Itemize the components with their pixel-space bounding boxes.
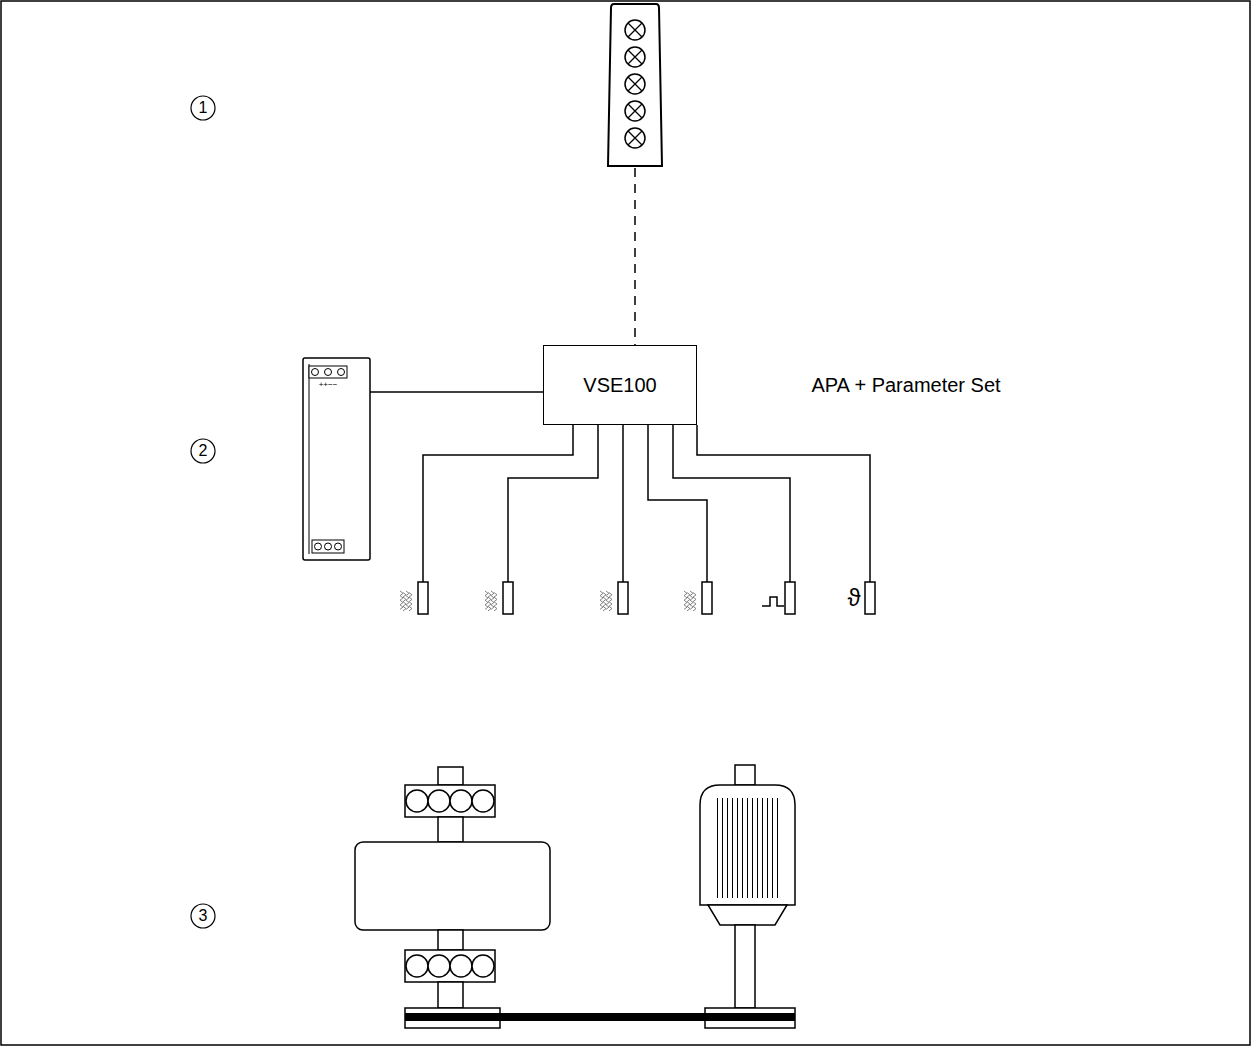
sensor-wire — [648, 425, 707, 582]
sensors — [400, 582, 875, 614]
sensor — [865, 582, 875, 614]
gearbox — [355, 767, 550, 1028]
terminal-marking: ++−− — [319, 381, 338, 389]
temperature-symbol: ϑ — [847, 586, 860, 610]
vibration-symbol — [684, 591, 696, 611]
callout-number: 2 — [199, 443, 208, 459]
sensor — [618, 582, 628, 614]
callout-circle — [191, 439, 215, 463]
vibration-symbol — [600, 591, 612, 611]
pulse-symbol — [762, 597, 784, 606]
callout-number: 1 — [199, 100, 208, 116]
sensor-wire — [423, 425, 573, 582]
lamp — [625, 74, 645, 94]
sensor — [418, 582, 428, 614]
sensor — [702, 582, 712, 614]
motor — [700, 765, 795, 1028]
supply-wire — [370, 391, 543, 393]
signal-tower — [608, 4, 662, 166]
controller-box: VSE100 — [543, 345, 697, 425]
sensor-wire — [673, 425, 790, 582]
sensor-wire — [508, 425, 598, 582]
power-supply — [303, 358, 370, 560]
dashed-link — [634, 168, 636, 345]
sensor-wires — [423, 425, 870, 582]
callout-circle — [191, 96, 215, 120]
sensor-wire — [697, 425, 870, 582]
lamp — [625, 128, 645, 148]
box-label: VSE100 — [583, 374, 656, 397]
vibration-symbol — [485, 591, 497, 611]
drive-belt — [405, 1013, 795, 1021]
lamp — [625, 101, 645, 121]
lamp — [625, 47, 645, 67]
sensor — [785, 582, 795, 614]
vibration-symbol — [400, 591, 412, 611]
parameter-note: APA + Parameter Set — [811, 375, 1000, 395]
sensor — [503, 582, 513, 614]
lamp — [625, 20, 645, 40]
callout-number: 3 — [199, 908, 208, 924]
sensor-wire — [622, 425, 624, 582]
callout-circle — [191, 904, 215, 928]
